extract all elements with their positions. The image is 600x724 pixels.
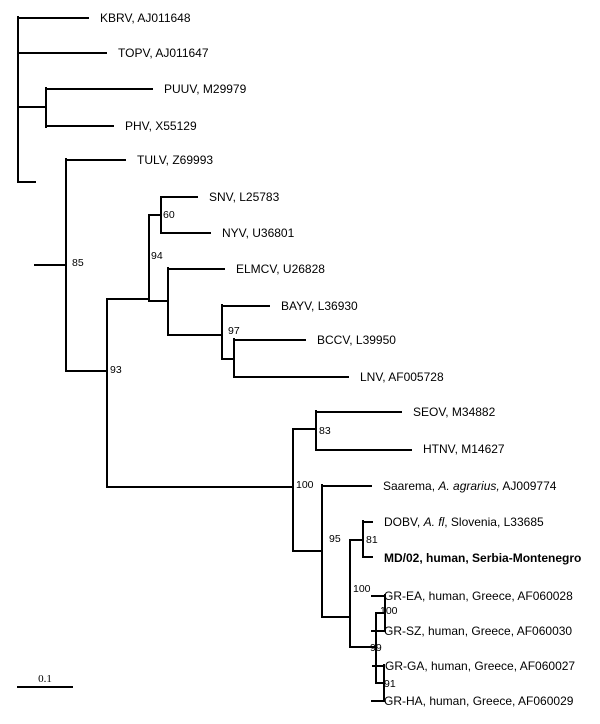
- leaf-label-part: A. fl: [423, 515, 445, 529]
- bootstrap-value: 100: [296, 479, 314, 491]
- leaf-label-grha: GR-HA, human, Greece, AF060029: [384, 694, 574, 708]
- leaf-label-bccv: BCCV, L39950: [317, 333, 396, 347]
- bootstrap-value: 60: [163, 209, 175, 221]
- leaf-label-topv: TOPV, AJ011647: [118, 46, 209, 60]
- leaf-label-bayv: BAYV, L36930: [281, 299, 358, 313]
- leaf-label-part: BAYV, L36930: [281, 299, 358, 313]
- leaf-label-part: HTNV, M14627: [423, 442, 505, 456]
- leaf-label-part: SNV, L25783: [209, 190, 280, 204]
- leaf-label-saarema: Saarema, A. agrarius, AJ009774: [383, 479, 557, 493]
- leaf-label-elmcv: ELMCV, U26828: [236, 262, 325, 276]
- leaf-label-dobv: DOBV, A. fl, Slovenia, L33685: [384, 515, 544, 529]
- leaf-label-phv: PHV, X55129: [125, 119, 197, 133]
- leaf-label-part: ELMCV, U26828: [236, 262, 325, 276]
- bootstrap-value: 94: [151, 250, 163, 262]
- bootstrap-value: 93: [110, 364, 122, 376]
- leaf-label-part: PUUV, M29979: [164, 82, 247, 96]
- leaf-label-part: NYV, U36801: [222, 226, 295, 240]
- leaf-label-grsz: GR-SZ, human, Greece, AF060030: [384, 624, 572, 638]
- leaf-label-part: GR-SZ, human, Greece, AF060030: [384, 624, 572, 638]
- leaf-label-part: Saarema,: [383, 479, 438, 493]
- bootstrap-labels: 60 94 97 85 93 83 100 81 95 100 100 99 91: [72, 209, 398, 690]
- leaf-label-md02: MD/02, human, Serbia-Montenegro: [384, 551, 581, 565]
- leaf-label-seov: SEOV, M34882: [413, 405, 496, 419]
- leaf-label-part: , Slovenia, L33685: [444, 515, 544, 529]
- scale-bar: 0.1: [17, 673, 73, 688]
- leaf-label-part: SEOV, M34882: [413, 405, 496, 419]
- leaf-label-nyv: NYV, U36801: [222, 226, 295, 240]
- leaf-label-part: GR-HA, human, Greece, AF060029: [384, 694, 574, 708]
- leaf-label-snv: SNV, L25783: [209, 190, 280, 204]
- bootstrap-value: 81: [366, 534, 378, 546]
- leaf-label-part: BCCV, L39950: [317, 333, 396, 347]
- leaf-label-part: DOBV,: [384, 515, 424, 529]
- leaf-label-lnv: LNV, AF005728: [360, 370, 444, 384]
- bootstrap-value: 100: [380, 605, 398, 617]
- leaf-label-kbrv: KBRV, AJ011648: [100, 11, 191, 25]
- tree-branches: [17, 16, 412, 702]
- leaf-label-part: GR-GA, human, Greece, AF060027: [385, 659, 575, 673]
- leaf-label-part: MD/02, human, Serbia-Montenegro: [384, 551, 581, 565]
- leaf-label-part: A. agrarius,: [437, 479, 499, 493]
- leaf-label-part: TOPV, AJ011647: [118, 46, 209, 60]
- leaf-label-part: GR-EA, human, Greece, AF060028: [384, 589, 573, 603]
- leaf-label-part: AJ009774: [500, 479, 557, 493]
- leaf-label-part: PHV, X55129: [125, 119, 197, 133]
- leaf-label-puuv: PUUV, M29979: [164, 82, 247, 96]
- leaf-label-part: TULV, Z69993: [137, 153, 213, 167]
- scale-bar-label: 0.1: [38, 673, 52, 685]
- bootstrap-value: 97: [228, 325, 240, 337]
- leaf-label-tulv: TULV, Z69993: [137, 153, 213, 167]
- leaf-label-grga: GR-GA, human, Greece, AF060027: [385, 659, 575, 673]
- bootstrap-value: 95: [329, 533, 341, 545]
- bootstrap-value: 100: [353, 583, 371, 595]
- bootstrap-value: 83: [319, 425, 331, 437]
- bootstrap-value: 85: [72, 257, 84, 269]
- leaf-label-part: KBRV, AJ011648: [100, 11, 191, 25]
- leaf-label-grea: GR-EA, human, Greece, AF060028: [384, 589, 573, 603]
- leaf-label-part: LNV, AF005728: [360, 370, 444, 384]
- leaf-label-htnv: HTNV, M14627: [423, 442, 505, 456]
- bootstrap-value: 99: [370, 642, 382, 654]
- bootstrap-value: 91: [384, 678, 396, 690]
